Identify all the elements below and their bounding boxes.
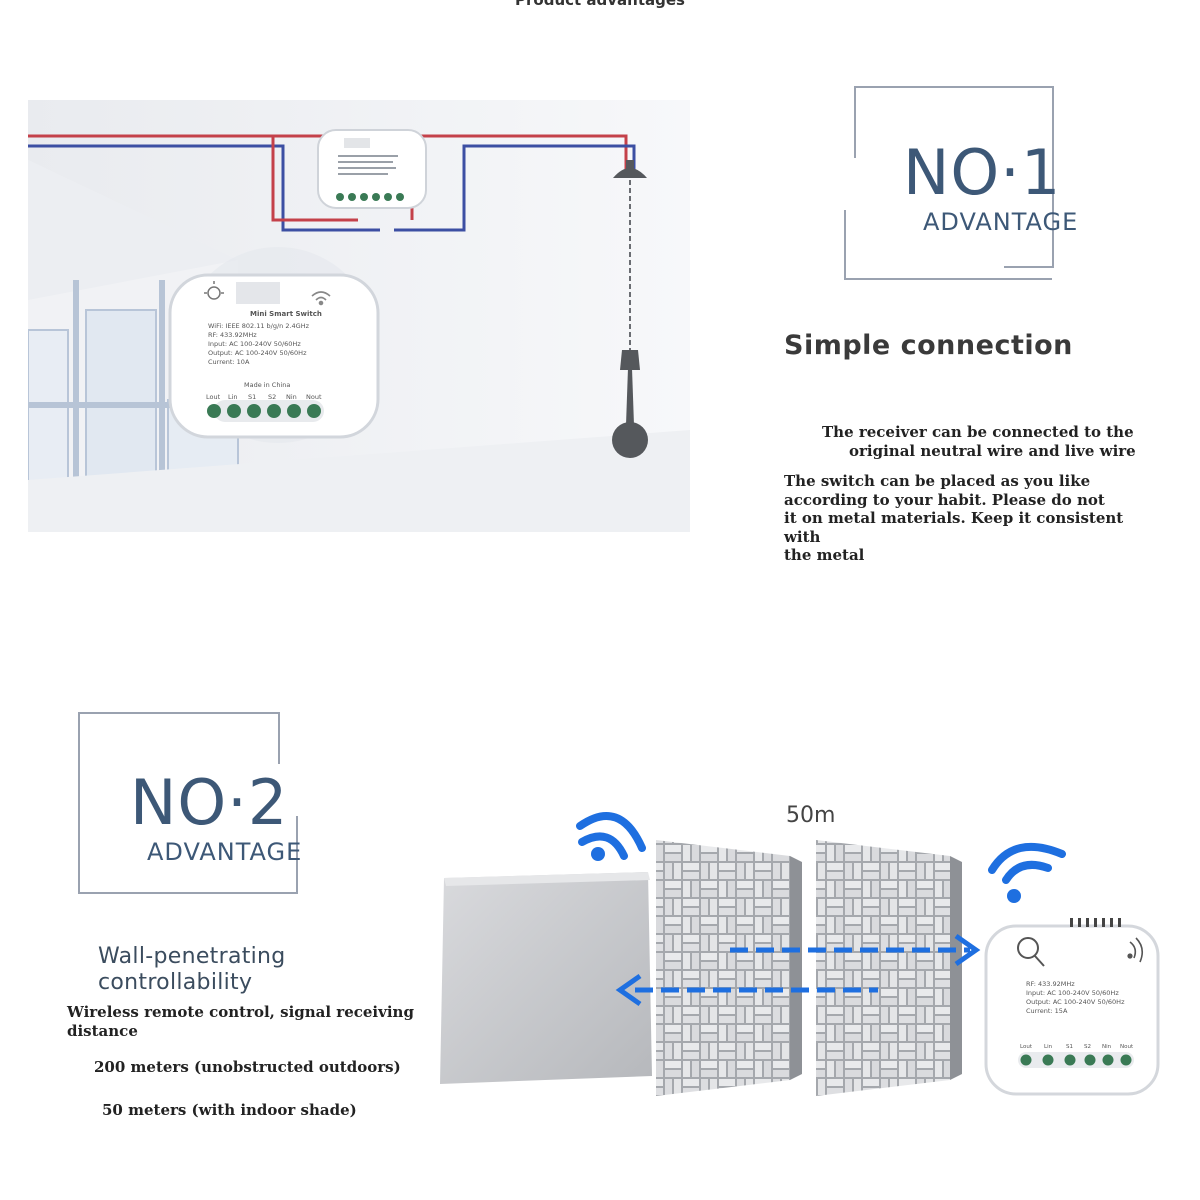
- receiver-module: RF: 433.92MHz Input: AC 100-240V 50/60Hz…: [984, 918, 1160, 1096]
- advantage-1-heading: Simple connection: [784, 330, 1073, 361]
- wifi-icon: [311, 291, 331, 306]
- heading-line: controllability: [98, 970, 253, 995]
- wifi-icon: [1127, 937, 1144, 963]
- wifi-icon: [576, 812, 646, 861]
- terminal-label: S1: [248, 393, 256, 401]
- para-line: the metal: [784, 546, 865, 564]
- advantage-1-para1: The receiver can be connected to the ori…: [822, 423, 1162, 460]
- receiver-spec-input: Input: AC 100-240V 50/60Hz: [1026, 989, 1119, 997]
- wiring-illustration: Mini Smart Switch WiFi: IEEE 802.11 b/g/…: [28, 100, 690, 532]
- para-line: it on metal materials. Keep it consisten…: [784, 509, 1124, 546]
- pendant-lamp: [612, 160, 648, 458]
- advantage-2-frame: [78, 712, 298, 896]
- terminal-label: Nin: [1102, 1044, 1112, 1050]
- advantage-1-frame: [844, 86, 1060, 282]
- range-outdoor: 200 meters (unobstructed outdoors): [94, 1058, 401, 1076]
- wireless-range-scene: RF: 433.92MHz Input: AC 100-240V 50/60Hz…: [430, 790, 1190, 1120]
- wiring: [28, 134, 636, 232]
- module-title: Mini Smart Switch: [250, 310, 322, 318]
- para-line: The switch can be placed as you like: [784, 472, 1091, 490]
- bulb-icon: [1017, 937, 1045, 967]
- terminal-label: Nout: [306, 393, 322, 401]
- arrow-icon: [615, 933, 981, 1007]
- advantage-1-number: NO·1: [903, 136, 1062, 209]
- receiver-spec-current: Current: 15A: [1026, 1007, 1068, 1015]
- terminal-label: Lout: [206, 393, 221, 401]
- ceiling-module: [317, 129, 427, 209]
- terminal-label: S2: [268, 393, 276, 401]
- module-spec-rf: RF: 433.92MHz: [208, 331, 257, 339]
- wall-1: [656, 840, 802, 1096]
- receiver-spec-output: Output: AC 100-240V 50/60Hz: [1026, 998, 1125, 1006]
- module-spec-current: Current: 10A: [208, 358, 250, 366]
- wifi-icon: [988, 842, 1066, 903]
- page-title: Product advantages: [515, 0, 685, 9]
- heading-line: Wall-penetrating: [98, 944, 286, 969]
- distance-label: 50m: [786, 803, 836, 828]
- advantage-1-label: ADVANTAGE: [923, 208, 1079, 236]
- wall-2: [816, 840, 962, 1096]
- advantage-2-number: NO·2: [130, 766, 289, 839]
- terminal-label: Nin: [286, 393, 297, 401]
- module-spec-wifi: WiFi: IEEE 802.11 b/g/n 2.4GHz: [208, 322, 310, 330]
- room-scene: Mini Smart Switch WiFi: IEEE 802.11 b/g/…: [28, 100, 690, 532]
- para-line: The receiver can be connected to the: [822, 423, 1134, 441]
- advantage-2-desc-2: distance: [67, 1022, 138, 1040]
- advantage-2-heading: Wall-penetrating controllability: [98, 944, 286, 996]
- wireless-wall-switch: [440, 872, 652, 1084]
- advantage-2-label: ADVANTAGE: [147, 838, 303, 866]
- para-line: original neutral wire and live wire: [849, 441, 1136, 460]
- range-scene-svg: RF: 433.92MHz Input: AC 100-240V 50/60Hz…: [440, 812, 1160, 1096]
- module-origin: Made in China: [244, 381, 290, 389]
- terminal-label: Lin: [1044, 1044, 1053, 1050]
- para-line: according to your habit. Please do not: [784, 490, 1105, 509]
- module-spec-output: Output: AC 100-240V 50/60Hz: [208, 349, 307, 357]
- terminal-label: S2: [1084, 1044, 1091, 1050]
- terminal-label: Lout: [1020, 1044, 1033, 1050]
- range-indoor: 50 meters (with indoor shade): [102, 1101, 357, 1119]
- bulb-icon: [204, 281, 224, 300]
- advantage-2-desc-1: Wireless remote control, signal receivin…: [67, 1003, 414, 1021]
- module-closeup-bg: [168, 247, 380, 443]
- module-spec-input: Input: AC 100-240V 50/60Hz: [208, 340, 301, 348]
- receiver-spec-rf: RF: 433.92MHz: [1026, 980, 1075, 988]
- advantage-1-para2: The switch can be placed as you like acc…: [784, 472, 1164, 565]
- terminal-label: Nout: [1120, 1044, 1134, 1050]
- terminal-label: S1: [1066, 1044, 1073, 1050]
- terminal-label: Lin: [228, 393, 238, 401]
